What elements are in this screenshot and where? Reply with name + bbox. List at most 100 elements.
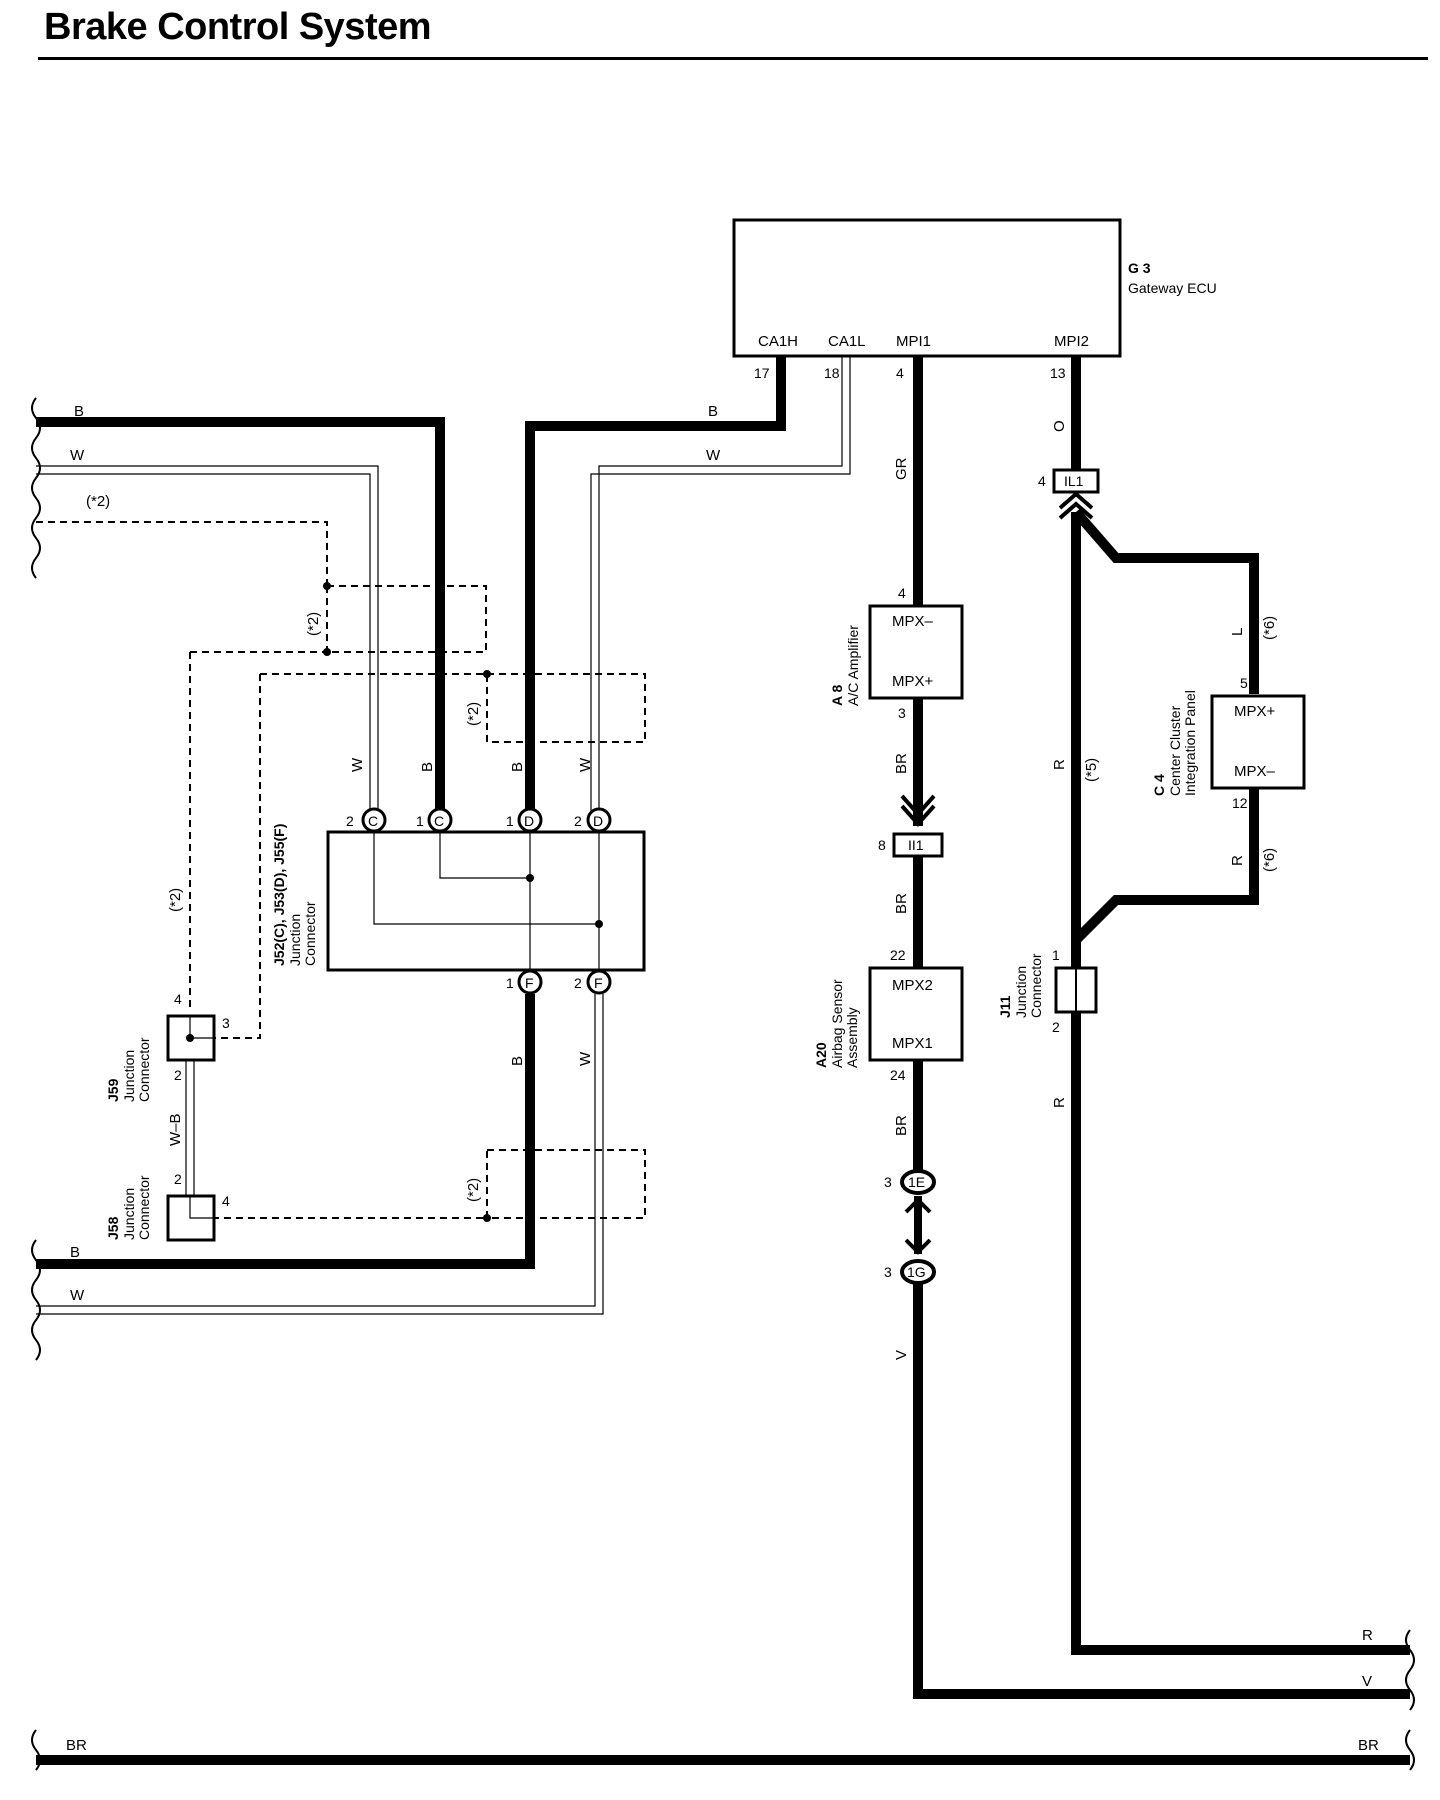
note-2-top: (*2) bbox=[86, 493, 110, 510]
svg-text:24: 24 bbox=[890, 1067, 906, 1083]
wire-label-w-d2: W bbox=[577, 757, 594, 772]
g3-terminal-ca1h: CA1H bbox=[758, 333, 798, 350]
a8-terminal-mpx-plus: MPX+ bbox=[892, 673, 934, 690]
c4-terminal-mpx-minus: MPX– bbox=[1234, 763, 1276, 780]
j58-name2: Connector bbox=[136, 1175, 152, 1240]
svg-text:D: D bbox=[593, 813, 603, 829]
connector-1e: 1E bbox=[900, 1169, 936, 1195]
g3-terminal-ca1l: CA1L bbox=[828, 333, 866, 350]
g3-code: G 3 bbox=[1128, 260, 1151, 276]
a20-name1: Airbag Sensor bbox=[829, 979, 845, 1068]
g3-pin-18: 18 bbox=[824, 365, 840, 381]
wire-label-w-c2: W bbox=[349, 757, 366, 772]
g3-pin-13: 13 bbox=[1050, 365, 1066, 381]
wire-label-r-bottom: R bbox=[1051, 1097, 1068, 1108]
g3-pin-17: 17 bbox=[754, 365, 770, 381]
dash-box-1 bbox=[327, 585, 487, 653]
wire-dash-j59-3 bbox=[212, 674, 261, 1039]
left-continuation-marks bbox=[31, 397, 41, 1771]
g3-terminal-mpi1: MPI1 bbox=[896, 333, 931, 350]
svg-text:F: F bbox=[594, 975, 603, 991]
svg-text:1: 1 bbox=[506, 975, 514, 991]
svg-text:3: 3 bbox=[222, 1015, 230, 1031]
svg-text:4: 4 bbox=[174, 991, 182, 1007]
a20-name2: Assembly bbox=[844, 1007, 860, 1068]
connector-d1: D bbox=[517, 807, 543, 833]
wire-w-f2-b bbox=[36, 994, 604, 1315]
connector-d2: D bbox=[586, 807, 612, 833]
svg-text:3: 3 bbox=[884, 1174, 892, 1190]
svg-text:22: 22 bbox=[890, 947, 906, 963]
c4-name1: Center Cluster bbox=[1167, 705, 1183, 796]
right-continuation-marks bbox=[1405, 1629, 1415, 1771]
a20-terminal-mpx2: MPX2 bbox=[892, 977, 933, 994]
wire-label-w-right: W bbox=[706, 447, 721, 464]
ac-amplifier-box bbox=[868, 604, 964, 700]
connector-1g: 1G bbox=[900, 1259, 936, 1285]
svg-text:1: 1 bbox=[1052, 947, 1060, 963]
note-2-box3: (*2) bbox=[465, 1178, 482, 1202]
wire-w-left-b bbox=[36, 473, 371, 816]
note-2-box1: (*2) bbox=[305, 612, 322, 636]
wire-l-c4 bbox=[1072, 508, 1259, 694]
j11-code: J11 bbox=[997, 995, 1013, 1018]
svg-text:1: 1 bbox=[416, 813, 424, 829]
wire-label-br-3: BR bbox=[893, 1115, 910, 1136]
svg-text:IL1: IL1 bbox=[1064, 473, 1084, 489]
j59-name1: Junction bbox=[121, 1050, 137, 1102]
svg-text:3: 3 bbox=[884, 1264, 892, 1280]
wire-label-r-trunk: R bbox=[1051, 759, 1068, 770]
wire-label-b-top: B bbox=[74, 403, 84, 420]
wire-label-w-bottom: W bbox=[70, 1287, 85, 1304]
wire-label-w-f2: W bbox=[577, 1051, 594, 1066]
svg-text:2: 2 bbox=[174, 1171, 182, 1187]
j11-name1: Junction bbox=[1013, 966, 1029, 1018]
j52-name2: Connector bbox=[302, 901, 318, 966]
g3-pin-4: 4 bbox=[896, 365, 904, 381]
wire-w-f2-a bbox=[36, 994, 596, 1307]
svg-text:II1: II1 bbox=[908, 837, 924, 853]
connector-f2: F bbox=[586, 969, 612, 995]
wire-w-ca1l-b bbox=[598, 356, 843, 816]
svg-text:D: D bbox=[524, 813, 534, 829]
wire-label-o: O bbox=[1051, 420, 1068, 432]
center-cluster-box bbox=[1210, 694, 1306, 790]
wire-b-ca1h bbox=[525, 356, 786, 818]
svg-text:2: 2 bbox=[574, 975, 582, 991]
j59-code: J59 bbox=[105, 1078, 121, 1102]
svg-text:1E: 1E bbox=[908, 1174, 925, 1190]
svg-text:2: 2 bbox=[1052, 1019, 1060, 1035]
wire-w-ca1l-a bbox=[590, 356, 851, 816]
wire-label-w-top: W bbox=[70, 447, 85, 464]
wire-label-b-f1: B bbox=[509, 1056, 526, 1066]
svg-text:C: C bbox=[368, 813, 378, 829]
wire-w-left-a bbox=[36, 465, 379, 816]
wire-label-br-1: BR bbox=[893, 753, 910, 774]
a20-terminal-mpx1: MPX1 bbox=[892, 1035, 933, 1052]
wire-label-br-right: BR bbox=[1358, 1737, 1379, 1754]
svg-text:2: 2 bbox=[574, 813, 582, 829]
page-title: Brake Control System bbox=[44, 6, 432, 48]
wire-label-wb: W–B bbox=[167, 1113, 184, 1146]
j11-name2: Connector bbox=[1028, 953, 1044, 1018]
note-2-box2: (*2) bbox=[465, 702, 482, 726]
j52-name1: Junction bbox=[287, 914, 303, 966]
wire-label-v-right: V bbox=[1362, 1673, 1372, 1690]
svg-text:8: 8 bbox=[878, 837, 886, 853]
wire-label-l: L bbox=[1229, 628, 1246, 636]
svg-text:4: 4 bbox=[222, 1193, 230, 1209]
svg-text:12: 12 bbox=[1232, 795, 1248, 811]
g3-name: Gateway ECU bbox=[1128, 280, 1217, 296]
wire-label-b-right: B bbox=[708, 403, 718, 420]
a20-code: A20 bbox=[813, 1042, 829, 1068]
c4-name2: Integration Panel bbox=[1182, 690, 1198, 796]
g3-terminal-mpi2: MPI2 bbox=[1054, 333, 1089, 350]
wire-label-b-bottom: B bbox=[70, 1244, 80, 1261]
connector-f1: F bbox=[517, 969, 543, 995]
svg-text:1G: 1G bbox=[907, 1264, 926, 1280]
a8-name: A/C Amplifier bbox=[845, 625, 861, 706]
svg-text:4: 4 bbox=[898, 585, 906, 601]
j58-name1: Junction bbox=[121, 1188, 137, 1240]
wire-label-b-c1: B bbox=[419, 762, 436, 772]
wire-label-b-d1: B bbox=[509, 762, 526, 772]
